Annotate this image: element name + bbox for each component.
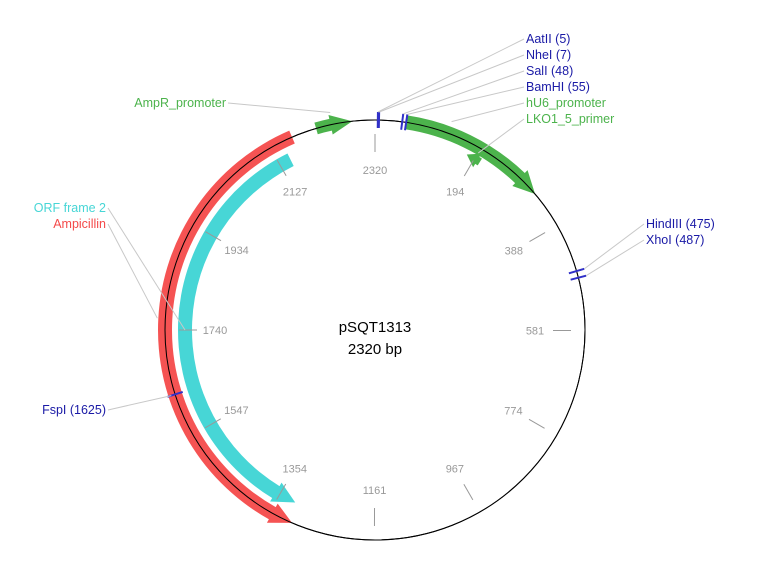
site-label: NheI (7)	[526, 48, 571, 62]
leader-line	[451, 102, 525, 123]
tick-label: 581	[526, 325, 544, 337]
feature-lko1-5-primer	[466, 153, 482, 168]
tick-label: 1354	[283, 463, 307, 475]
leader-line	[407, 86, 525, 115]
features-layer	[158, 114, 586, 541]
feature-label: AmpR_promoter	[134, 96, 226, 110]
tick-label: 194	[446, 187, 464, 199]
tick-mark	[463, 160, 474, 177]
site-label: HindIII (475)	[646, 217, 715, 231]
leader-line	[583, 223, 645, 270]
site-label: SalI (48)	[526, 64, 573, 78]
leader-line	[227, 102, 331, 114]
site-label: BamHI (55)	[526, 80, 590, 94]
site-label: FspI (1625)	[42, 403, 106, 417]
site-label: AatII (5)	[526, 32, 570, 46]
leader-line	[478, 118, 525, 154]
tick-mark	[463, 483, 474, 501]
feature-hu6-promoter	[405, 115, 536, 195]
labels-layer: AatII (5) NheI (7) SalI (48) BamHI (55) hU6_…	[34, 32, 715, 417]
site-label: XhoI (487)	[646, 233, 704, 247]
tick-label: 2127	[283, 186, 307, 198]
leader-line	[585, 239, 645, 277]
tick-label: 774	[504, 405, 522, 417]
feature-label: hU6_promoter	[526, 96, 606, 110]
tick-mark	[529, 232, 546, 242]
site-mark	[400, 113, 405, 130]
leader-line	[377, 38, 525, 113]
feature-label: Ampicillin	[53, 217, 106, 231]
tick-label: 967	[446, 464, 464, 476]
tick-label: 1740	[203, 325, 227, 337]
feature-orf-frame-2	[177, 153, 296, 503]
tick-mark	[276, 483, 287, 500]
feature-ampr-promoter	[314, 114, 353, 135]
plasmid-name: pSQT1313	[339, 319, 412, 336]
leader-line	[378, 54, 525, 113]
feature-label: LKO1_5_primer	[526, 112, 614, 126]
tick-mark	[204, 418, 222, 429]
site-mark	[568, 267, 585, 275]
tick-label: 2320	[363, 165, 387, 177]
backbone-overlay	[164, 119, 586, 541]
tick-label: 1161	[363, 485, 387, 497]
leader-line	[107, 395, 172, 411]
leader-line	[107, 223, 158, 319]
leader-line	[403, 70, 525, 115]
feature-label: ORF frame 2	[34, 201, 106, 215]
tick-label: 388	[505, 246, 523, 258]
leader-line	[107, 207, 186, 331]
tick-mark	[205, 231, 222, 242]
sites-layer	[167, 112, 587, 398]
tick-mark	[276, 159, 287, 177]
feature-ampicillin	[158, 130, 295, 523]
site-mark	[403, 114, 409, 131]
tick-label: 1547	[224, 405, 248, 417]
tick-label: 1934	[224, 245, 248, 257]
site-mark	[570, 274, 587, 281]
tick-mark	[528, 418, 545, 429]
ticks-layer: 2320 194 388 581 774 967 1161 1354 1547 1740 1934 2…	[179, 134, 572, 527]
plasmid-length: 2320 bp	[348, 341, 402, 358]
